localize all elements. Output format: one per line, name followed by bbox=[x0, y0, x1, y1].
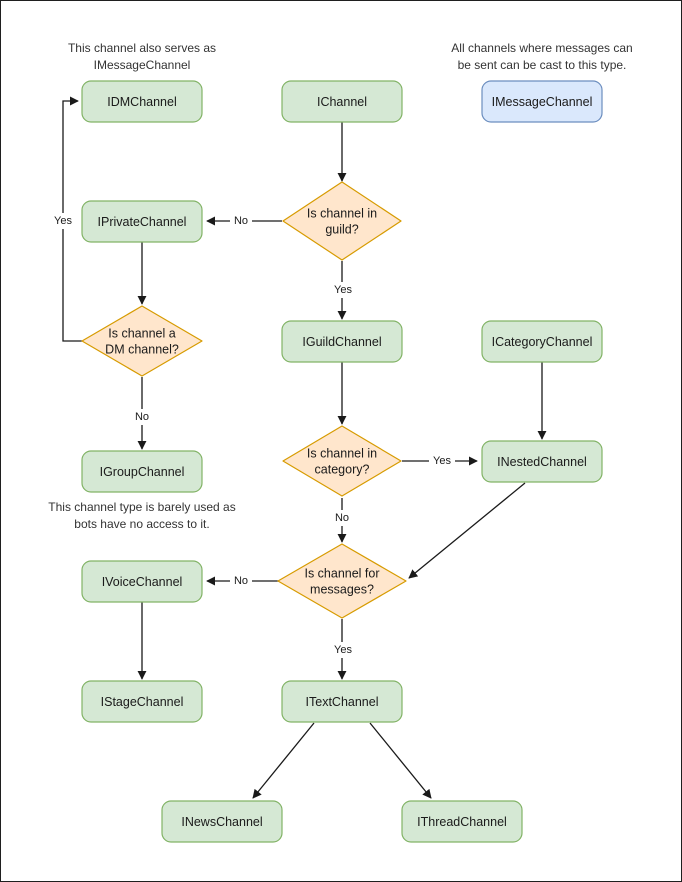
node-imessage-channel[interactable]: IMessageChannel bbox=[481, 80, 603, 123]
node-decision-dm-channel-label-line1: Is channel a bbox=[108, 326, 175, 340]
node-ichannel[interactable]: IChannel bbox=[281, 80, 403, 123]
node-iguild-channel-shape bbox=[281, 320, 403, 363]
node-iguild-channel[interactable]: IGuildChannel bbox=[281, 320, 403, 363]
node-imessage-channel-label: IMessageChannel bbox=[492, 95, 593, 109]
node-inested-channel-shape bbox=[481, 440, 603, 483]
node-icategory-channel-shape bbox=[481, 320, 603, 363]
node-igroup-channel-label: IGroupChannel bbox=[100, 465, 185, 479]
node-decision-in-category-shape bbox=[282, 425, 402, 497]
node-inested-channel[interactable]: INestedChannel bbox=[481, 440, 603, 483]
node-decision-in-guild-shape bbox=[282, 181, 402, 261]
edge-label-bg bbox=[230, 573, 252, 589]
node-ithread-channel-shape bbox=[401, 800, 523, 843]
node-decision-for-messages-shape bbox=[277, 543, 407, 619]
node-decision-in-guild[interactable]: Is channel in guild? bbox=[282, 181, 402, 261]
note-message-line1: All channels where messages can bbox=[451, 41, 632, 55]
note-message-line2: be sent can be cast to this type. bbox=[458, 58, 627, 72]
edge-label-dm-yes: Yes bbox=[54, 215, 72, 227]
node-decision-in-guild-label-line2: guild? bbox=[325, 222, 358, 236]
node-igroup-channel-shape bbox=[81, 450, 203, 493]
edge-label-bg bbox=[331, 510, 353, 526]
node-istage-channel[interactable]: IStageChannel bbox=[81, 680, 203, 723]
edge-label-bg bbox=[131, 409, 153, 425]
node-ithread-channel[interactable]: IThreadChannel bbox=[401, 800, 523, 843]
node-icategory-channel-label: ICategoryChannel bbox=[492, 335, 593, 349]
node-imessage-channel-shape bbox=[481, 80, 603, 123]
node-iprivate-channel-shape bbox=[81, 200, 203, 243]
edge-label-guild-yes: Yes bbox=[334, 284, 352, 296]
node-ithread-channel-label: IThreadChannel bbox=[417, 815, 507, 829]
node-ichannel-label: IChannel bbox=[317, 95, 367, 109]
note-dm-line1: This channel also serves as bbox=[68, 41, 216, 55]
node-decision-in-category-label-line2: category? bbox=[315, 462, 370, 476]
node-decision-for-messages[interactable]: Is channel for messages? bbox=[277, 543, 407, 619]
node-decision-dm-channel[interactable]: Is channel a DM channel? bbox=[81, 305, 203, 377]
node-decision-in-category-label-line1: Is channel in bbox=[307, 446, 377, 460]
node-ivoice-channel-shape bbox=[81, 560, 203, 603]
node-itext-channel-label: ITextChannel bbox=[306, 695, 379, 709]
edge-label-bg bbox=[429, 453, 455, 469]
note-dm-line2: IMessageChannel bbox=[94, 58, 191, 72]
edge-label-bg bbox=[330, 642, 356, 658]
node-icategory-channel[interactable]: ICategoryChannel bbox=[481, 320, 603, 363]
note-group-line2: bots have no access to it. bbox=[74, 517, 209, 531]
node-idm-channel-label: IDMChannel bbox=[107, 95, 176, 109]
node-decision-for-messages-label-line2: messages? bbox=[310, 582, 374, 596]
edge-label-bg bbox=[330, 282, 356, 298]
node-decision-dm-channel-label-line2: DM channel? bbox=[105, 342, 179, 356]
node-itext-channel[interactable]: ITextChannel bbox=[281, 680, 403, 723]
edge-label-bg bbox=[230, 213, 252, 229]
edge-label-bg bbox=[50, 213, 76, 229]
node-istage-channel-label: IStageChannel bbox=[101, 695, 184, 709]
node-ichannel-shape bbox=[281, 80, 403, 123]
node-decision-dm-channel-shape bbox=[81, 305, 203, 377]
node-inews-channel-shape bbox=[161, 800, 283, 843]
node-idm-channel[interactable]: IDMChannel bbox=[81, 80, 203, 123]
node-itext-channel-shape bbox=[281, 680, 403, 723]
edge-label-category-no: No bbox=[335, 512, 349, 524]
edge-label-guild-no: No bbox=[234, 215, 248, 227]
node-idm-channel-shape bbox=[81, 80, 203, 123]
edge-label-messages-no: No bbox=[234, 575, 248, 587]
edge-itextchannel-to-ithreadchannel bbox=[369, 722, 432, 799]
edge-label-messages-yes: Yes bbox=[334, 644, 352, 656]
node-igroup-channel[interactable]: IGroupChannel bbox=[81, 450, 203, 493]
edge-itextchannel-to-inewschannel bbox=[252, 722, 315, 799]
edge-inestedchannel-to-messages-decision bbox=[408, 482, 526, 579]
node-decision-in-category[interactable]: Is channel in category? bbox=[282, 425, 402, 497]
edge-label-dm-no: No bbox=[135, 411, 149, 423]
node-inews-channel[interactable]: INewsChannel bbox=[161, 800, 283, 843]
node-ivoice-channel[interactable]: IVoiceChannel bbox=[81, 560, 203, 603]
node-decision-for-messages-label-line1: Is channel for bbox=[304, 566, 379, 580]
node-istage-channel-shape bbox=[81, 680, 203, 723]
edge-label-category-yes: Yes bbox=[433, 455, 451, 467]
node-iprivate-channel-label: IPrivateChannel bbox=[98, 215, 187, 229]
node-iprivate-channel[interactable]: IPrivateChannel bbox=[81, 200, 203, 243]
node-decision-in-guild-label-line1: Is channel in bbox=[307, 206, 377, 220]
node-iguild-channel-label: IGuildChannel bbox=[302, 335, 381, 349]
node-inested-channel-label: INestedChannel bbox=[497, 455, 587, 469]
node-ivoice-channel-label: IVoiceChannel bbox=[102, 575, 183, 589]
node-inews-channel-label: INewsChannel bbox=[181, 815, 262, 829]
note-group-line1: This channel type is barely used as bbox=[48, 500, 235, 514]
